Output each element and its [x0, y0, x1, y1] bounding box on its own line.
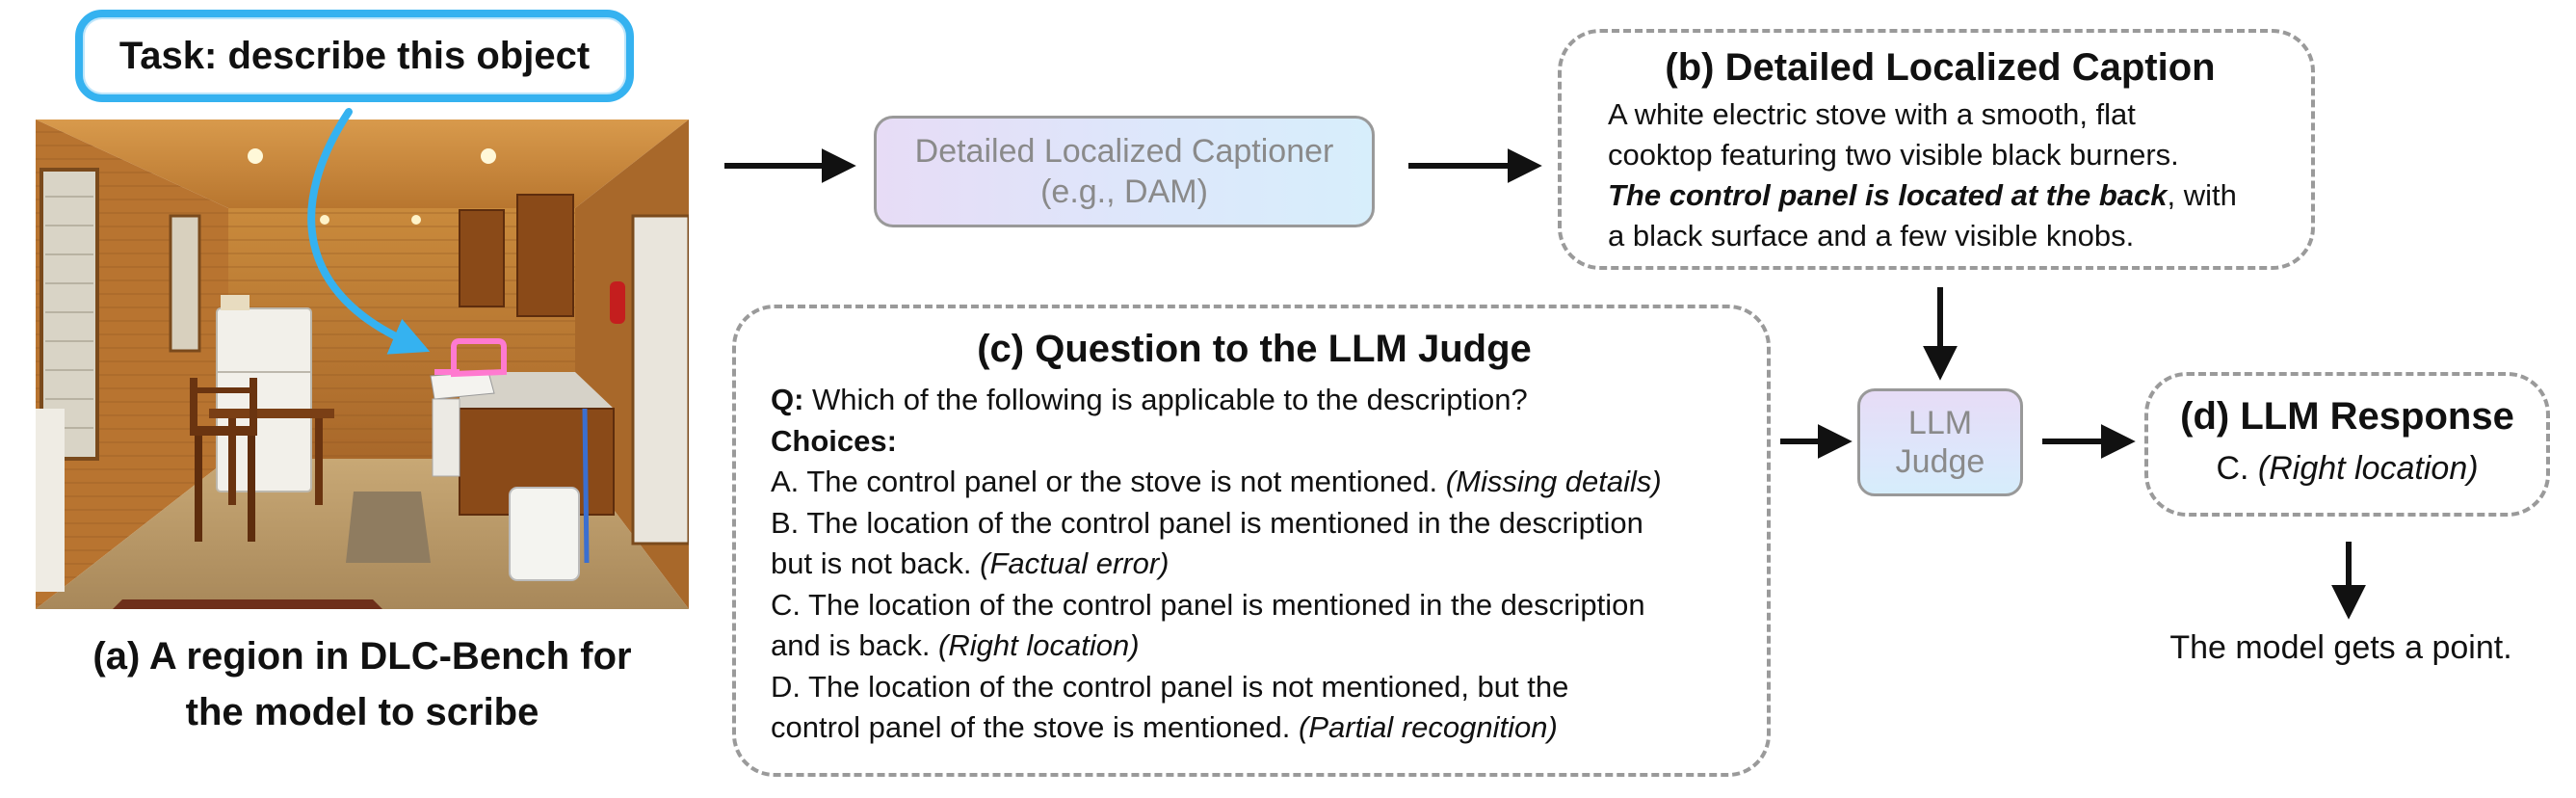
caption-line3-rest: , with [2167, 178, 2237, 212]
caption-line3: The control panel is located at the back… [1608, 175, 2273, 216]
choice-b-text: but is not back. [771, 546, 981, 580]
final-result: The model gets a point. [2169, 629, 2512, 666]
choice-c-line2: and is back. (Right location) [771, 625, 1738, 667]
choice-d-text: control panel of the stove is mentioned. [771, 710, 1299, 744]
choice-d-line2: control panel of the stove is mentioned.… [771, 707, 1738, 749]
choices-label: Choices: [771, 423, 897, 458]
choice-d-line1: D. The location of the control panel is … [771, 669, 1569, 704]
captioner-line1: Detailed Localized Captioner [914, 133, 1334, 170]
judge-line2: Judge [1895, 443, 1985, 480]
judge-line1: LLM [1907, 405, 1973, 441]
llm-response-box: (d) LLM Response C. (Right location) [2144, 372, 2550, 517]
llm-judge-box: LLM Judge [1857, 388, 2023, 496]
caption-line4: a black surface and a few visible knobs. [1608, 219, 2135, 253]
llm-response-title: (d) LLM Response [2180, 395, 2514, 438]
answer-prefix: C. [2216, 450, 2258, 487]
question-line: Q: Which of the following is applicable … [771, 380, 1738, 421]
choice-a: A. The control panel or the stove is not… [771, 462, 1738, 503]
task-bubble: Task: describe this object [75, 10, 634, 102]
choice-b-line1: B. The location of the control panel is … [771, 505, 1643, 540]
choice-c-text: and is back. [771, 628, 939, 662]
answer-tag: (Right location) [2257, 450, 2479, 487]
localized-caption-box: (b) Detailed Localized Caption A white e… [1558, 29, 2315, 270]
region-caption: (a) A region in DLC-Bench for the model … [29, 628, 696, 740]
choice-b-tag: (Factual error) [980, 546, 1170, 580]
judge-question-title: (c) Question to the LLM Judge [977, 328, 1532, 370]
region-caption-line1: (a) A region in DLC-Bench for [92, 635, 632, 678]
task-text: Task: describe this object [118, 34, 591, 77]
judge-question-text: Q: Which of the following is applicable … [771, 380, 1738, 749]
caption-line2: cooktop featuring two visible black burn… [1608, 138, 2179, 172]
llm-response-answer: C. (Right location) [2148, 447, 2546, 490]
choice-b-line2: but is not back. (Factual error) [771, 544, 1738, 585]
judge-question-box: (c) Question to the LLM Judge Q: Which o… [732, 305, 1771, 777]
captioner-line2: (e.g., DAM) [1040, 173, 1208, 210]
choice-a-text: A. The control panel or the stove is not… [771, 465, 1446, 498]
region-caption-line2: the model to scribe [185, 691, 539, 733]
captioner-box: Detailed Localized Captioner (e.g., DAM) [874, 116, 1375, 227]
question-text: Which of the following is applicable to … [803, 383, 1528, 416]
curved-pointer-arrow [307, 108, 431, 355]
choice-a-tag: (Missing details) [1445, 465, 1662, 498]
choice-c-line1: C. The location of the control panel is … [771, 587, 1645, 622]
caption-highlight: The control panel is located at the back [1608, 178, 2168, 212]
choice-c-tag: (Right location) [938, 628, 1140, 662]
choice-d-tag: (Partial recognition) [1299, 710, 1558, 744]
caption-line1: A white electric stove with a smooth, fl… [1608, 97, 2136, 131]
localized-caption-title: (b) Detailed Localized Caption [1665, 46, 2216, 89]
question-label: Q: [771, 383, 804, 416]
localized-caption-text: A white electric stove with a smooth, fl… [1608, 94, 2273, 256]
